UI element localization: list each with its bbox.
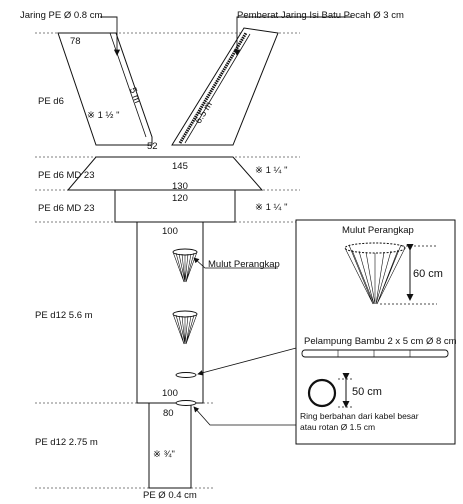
wing-mesh: ※ 1 ½ " — [87, 110, 120, 121]
bamboo-float — [301, 349, 449, 358]
bag-material: PE d12 5.6 m — [35, 310, 93, 321]
codend-mesh: ※ ¾" — [153, 449, 175, 460]
wing-material: PE d6 — [38, 96, 64, 107]
wing-top-count: 78 — [70, 36, 81, 47]
codend-top-count: 80 — [163, 408, 174, 419]
ring-arrow — [193, 405, 301, 426]
body-section-1 — [66, 156, 264, 191]
funnel-arrow — [193, 257, 278, 269]
body2-material: PE d6 MD 23 — [38, 203, 95, 214]
codend-material: PE d12 2.75 m — [35, 437, 98, 448]
funnel-1 — [172, 248, 198, 283]
bag-top-count: 100 — [162, 226, 178, 237]
detail-funnel-height: 60 cm — [413, 268, 443, 280]
net-weight-arrow — [233, 16, 352, 56]
funnel-label: Mulut Perangkap — [208, 259, 280, 270]
detail-float-label: Pelampung Bambu 2 x 5 cm Ø 8 cm — [304, 336, 457, 347]
codend-section — [148, 402, 192, 489]
body2-top-count: 130 — [172, 181, 188, 192]
right-wing — [171, 27, 279, 146]
detail-ring-line1: Ring berbahan dari kabel besar — [300, 411, 419, 421]
net-material-label: Jaring PE Ø 0.8 cm — [20, 10, 103, 21]
codend-bottom-label: PE Ø 0.4 cm — [143, 490, 197, 501]
body-section-2 — [114, 189, 236, 223]
bag-ring — [175, 372, 197, 378]
body2-mesh: ※ 1 ¼ " — [255, 202, 288, 213]
detail-funnel — [344, 242, 406, 305]
wing-bottom-count: 52 — [147, 141, 158, 152]
body2-bottom-count: 120 — [172, 193, 188, 204]
body1-material: PE d6 MD 23 — [38, 170, 95, 181]
body1-top-count: 145 — [172, 161, 188, 172]
codend-ring — [175, 400, 197, 406]
bag-bottom-count: 100 — [162, 388, 178, 399]
net-material-arrow — [100, 16, 121, 56]
net-weight-label: Pemberat Jaring Isi Batu Pecah Ø 3 cm — [237, 10, 404, 21]
detail-ring-size: 50 cm — [352, 386, 382, 398]
ring-circle — [307, 378, 337, 408]
body1-mesh: ※ 1 ¼ " — [255, 165, 288, 176]
float-arrow — [197, 346, 301, 376]
funnel-2 — [172, 310, 198, 345]
detail-ring-line2: atau rotan Ø 1.5 cm — [300, 422, 376, 432]
left-wing — [57, 32, 153, 146]
detail-box — [295, 219, 456, 445]
detail-funnel-title: Mulut Perangkap — [342, 225, 414, 236]
